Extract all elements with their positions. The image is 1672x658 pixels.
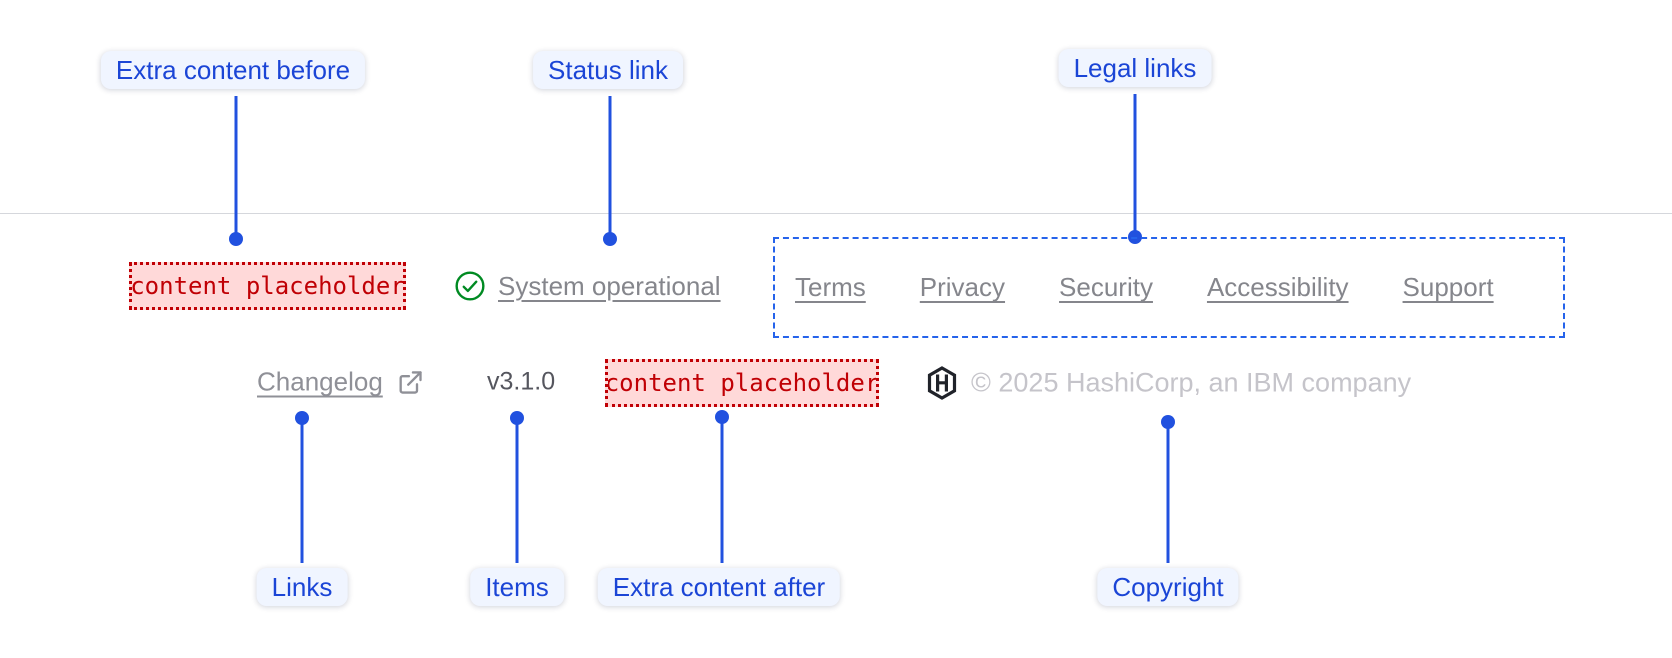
- annotation-status-link: Status link: [533, 51, 683, 89]
- hashicorp-logo-icon: [926, 366, 958, 400]
- connector-dot: [510, 411, 524, 425]
- placeholder-text: content placeholder: [605, 369, 879, 397]
- connector-dot: [1161, 415, 1175, 429]
- external-link-icon: [396, 368, 424, 396]
- connector-dot: [295, 411, 309, 425]
- annotation-extra-content-before: Extra content before: [100, 51, 366, 89]
- legal-link-support[interactable]: Support: [1402, 272, 1494, 302]
- version-label: v3.1.0: [487, 367, 556, 396]
- connector-line: [720, 417, 724, 563]
- legal-link-privacy[interactable]: Privacy: [919, 272, 1006, 302]
- annotation-links: Links: [256, 568, 348, 606]
- annotation-legal-links: Legal links: [1058, 49, 1212, 87]
- legal-link-accessibility[interactable]: Accessibility: [1206, 272, 1349, 302]
- status-link[interactable]: System operational: [454, 270, 721, 302]
- copyright-text: © 2025 HashiCorp, an IBM company: [971, 367, 1412, 398]
- connector-line: [300, 418, 304, 563]
- placeholder-text: content placeholder: [130, 272, 405, 300]
- check-circle-icon: [454, 270, 486, 302]
- extra-content-after-placeholder: content placeholder: [605, 359, 879, 407]
- connector-line: [1166, 422, 1170, 563]
- connector-line: [515, 418, 519, 563]
- annotation-copyright: Copyright: [1097, 568, 1239, 606]
- legal-link-terms[interactable]: Terms: [795, 272, 866, 302]
- connector-line: [1133, 94, 1137, 237]
- connector-line: [234, 96, 238, 239]
- extra-content-before-placeholder: content placeholder: [129, 262, 406, 310]
- legal-links-group: Terms Privacy Security Accessibility Sup…: [773, 237, 1565, 338]
- changelog-link-label[interactable]: Changelog: [257, 366, 383, 397]
- legal-link-security[interactable]: Security: [1059, 272, 1153, 302]
- status-link-label[interactable]: System operational: [498, 270, 721, 301]
- page-divider: [0, 213, 1672, 214]
- connector-dot: [715, 410, 729, 424]
- connector-dot: [603, 232, 617, 246]
- annotation-items: Items: [470, 568, 564, 606]
- annotation-extra-content-after: Extra content after: [597, 568, 841, 606]
- changelog-link[interactable]: Changelog: [257, 367, 424, 398]
- connector-line: [608, 96, 612, 239]
- connector-dot: [229, 232, 243, 246]
